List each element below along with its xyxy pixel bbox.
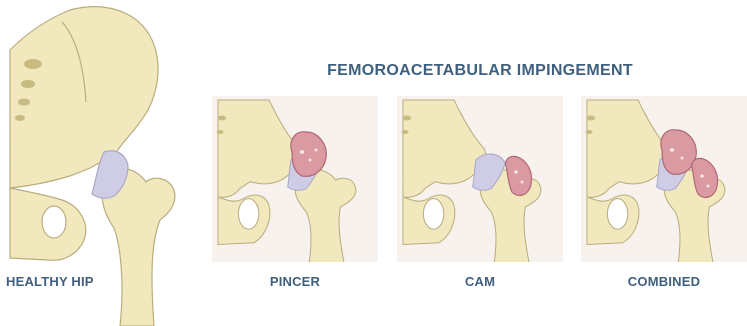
sacral-foramen	[586, 130, 593, 134]
pincer-panel	[212, 96, 378, 270]
ilium-bone	[10, 7, 158, 188]
obturator-foramen	[42, 206, 66, 238]
sacral-foramen	[218, 116, 226, 121]
lesion-highlight	[300, 150, 304, 154]
label-pincer: PINCER	[212, 274, 378, 289]
sacral-foramen	[24, 59, 42, 69]
sacral-foramen	[21, 80, 35, 88]
sacral-foramen	[217, 130, 224, 134]
lesion-highlight	[700, 174, 704, 178]
sacral-foramen	[18, 99, 30, 106]
sacral-foramen	[403, 116, 411, 121]
label-combined: COMBINED	[581, 274, 747, 289]
lesion-highlight	[681, 157, 684, 160]
lesion-highlight	[309, 159, 312, 162]
sacral-foramen	[402, 130, 409, 134]
lesion-highlight	[315, 149, 318, 152]
lesion-highlight	[670, 148, 674, 152]
figure-title: FEMOROACETABULAR IMPINGEMENT	[300, 62, 660, 80]
sacral-foramen	[587, 116, 595, 121]
label-healthy-hip: HEALTHY HIP	[6, 274, 116, 289]
cam-panel	[397, 96, 563, 270]
combined-panel	[581, 96, 747, 270]
lesion-highlight	[514, 170, 518, 174]
lesion-highlight	[707, 185, 710, 188]
sacral-foramen	[15, 115, 25, 121]
label-cam: CAM	[397, 274, 563, 289]
lesion-highlight	[521, 181, 524, 184]
